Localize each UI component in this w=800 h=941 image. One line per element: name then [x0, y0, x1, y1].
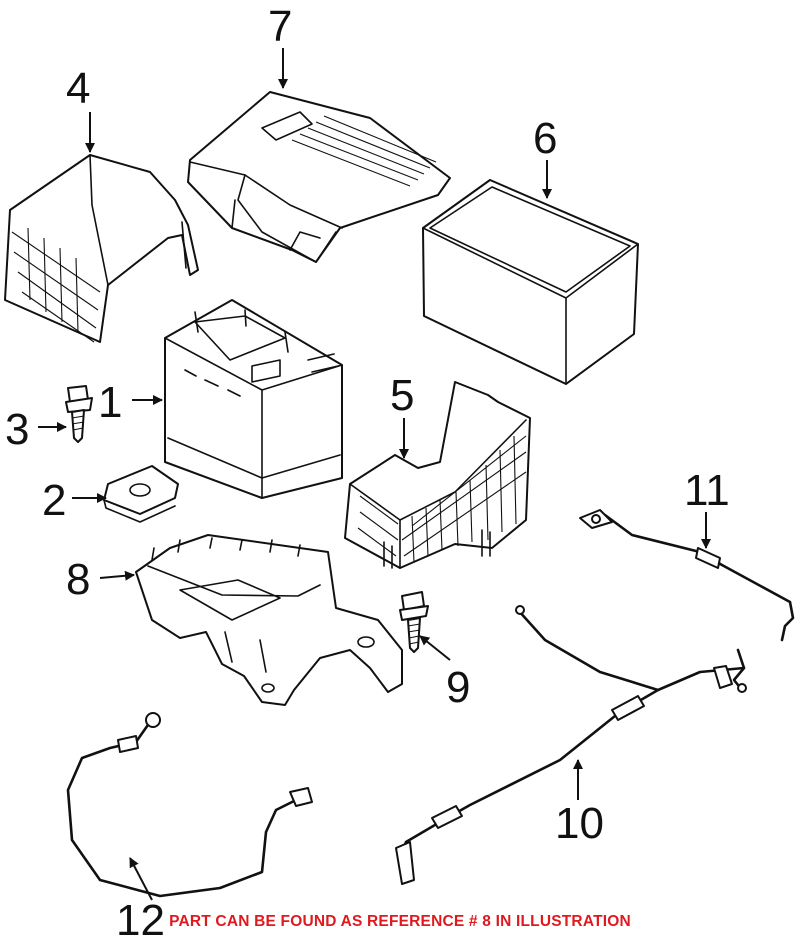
part-9-bolt[interactable] [399, 591, 429, 653]
callout-10: 10 [555, 799, 604, 848]
callout-8: 8 [66, 555, 90, 604]
part-11-battery-cable[interactable] [579, 509, 795, 642]
callout-5: 5 [390, 371, 414, 420]
part-10-wiring-harness[interactable] [395, 605, 747, 885]
part-5-battery-cage[interactable] [344, 381, 531, 569]
callout-7: 7 [268, 2, 292, 51]
part-4-side-shield[interactable] [4, 154, 199, 343]
callout-12: 12 [116, 896, 165, 941]
part-1-battery[interactable] [164, 299, 343, 499]
callout-1: 1 [98, 378, 122, 427]
leader-lines [38, 48, 711, 901]
reference-note: PART CAN BE FOUND AS REFERENCE # 8 IN IL… [169, 913, 631, 930]
callout-11: 11 [684, 466, 730, 515]
part-3-bolt[interactable] [65, 385, 93, 443]
part-8-battery-tray[interactable] [135, 534, 403, 706]
callout-2: 2 [42, 476, 66, 525]
callout-3: 3 [5, 405, 29, 454]
part-7-battery-cover[interactable] [187, 91, 451, 263]
callout-4: 4 [66, 64, 90, 113]
part-2-hold-down-clamp[interactable] [103, 465, 179, 523]
part-6-battery-box[interactable] [422, 179, 639, 385]
callout-6: 6 [533, 114, 557, 163]
part-12-ground-cable[interactable] [66, 712, 313, 898]
callout-9: 9 [446, 663, 470, 712]
